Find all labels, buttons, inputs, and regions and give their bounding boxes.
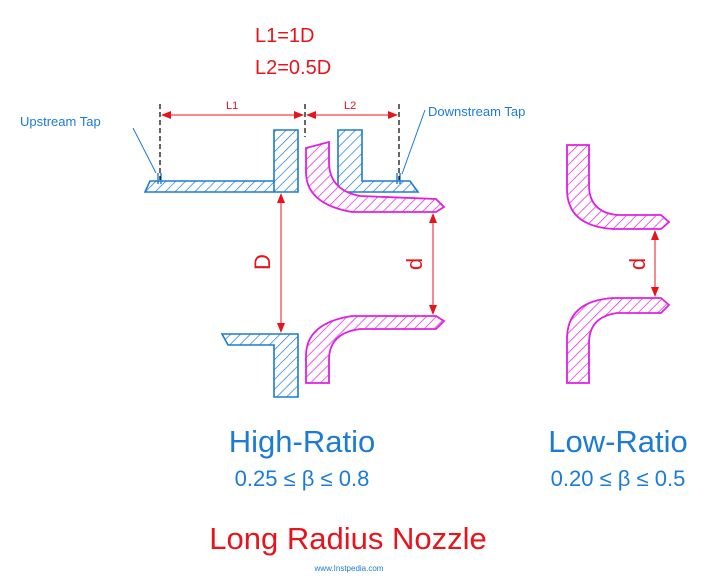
site-credit: www.Instpedia.com (314, 564, 384, 573)
pipe-diameter-label: D (250, 254, 275, 270)
l1-label: L1 (226, 100, 238, 112)
low-ratio-nozzle-upper (566, 144, 671, 230)
low-ratio-title: Low-Ratio (548, 424, 688, 459)
l2-label: L2 (344, 100, 356, 112)
upstream-tap-leader (132, 127, 157, 174)
throat-diameter-label: d (402, 258, 427, 270)
upstream-tap (157, 173, 162, 184)
high-ratio-range: 0.25 ≤ β ≤ 0.8 (235, 466, 370, 491)
main-title: Long Radius Nozzle (209, 521, 486, 556)
upstream-pipe-wall (143, 129, 299, 193)
low-ratio-range: 0.20 ≤ β ≤ 0.5 (551, 466, 686, 491)
equation-l2: L2=0.5D (255, 57, 331, 79)
nozzle-upper-profile (305, 140, 446, 213)
upstream-tap-label: Upstream Tap (20, 114, 101, 129)
downstream-tap-label: Downstream Tap (428, 104, 525, 119)
equation-l1: L1=1D (255, 25, 315, 47)
high-ratio-title: High-Ratio (229, 424, 375, 459)
lower-pipe-wall (220, 333, 299, 398)
nozzle-lower-profile (305, 315, 446, 384)
low-ratio-throat-label: d (625, 258, 650, 270)
downstream-tap (396, 173, 401, 184)
downstream-pipe-wall (337, 129, 420, 193)
downstream-tap-leader (401, 109, 426, 175)
low-ratio-nozzle-lower (566, 297, 671, 384)
